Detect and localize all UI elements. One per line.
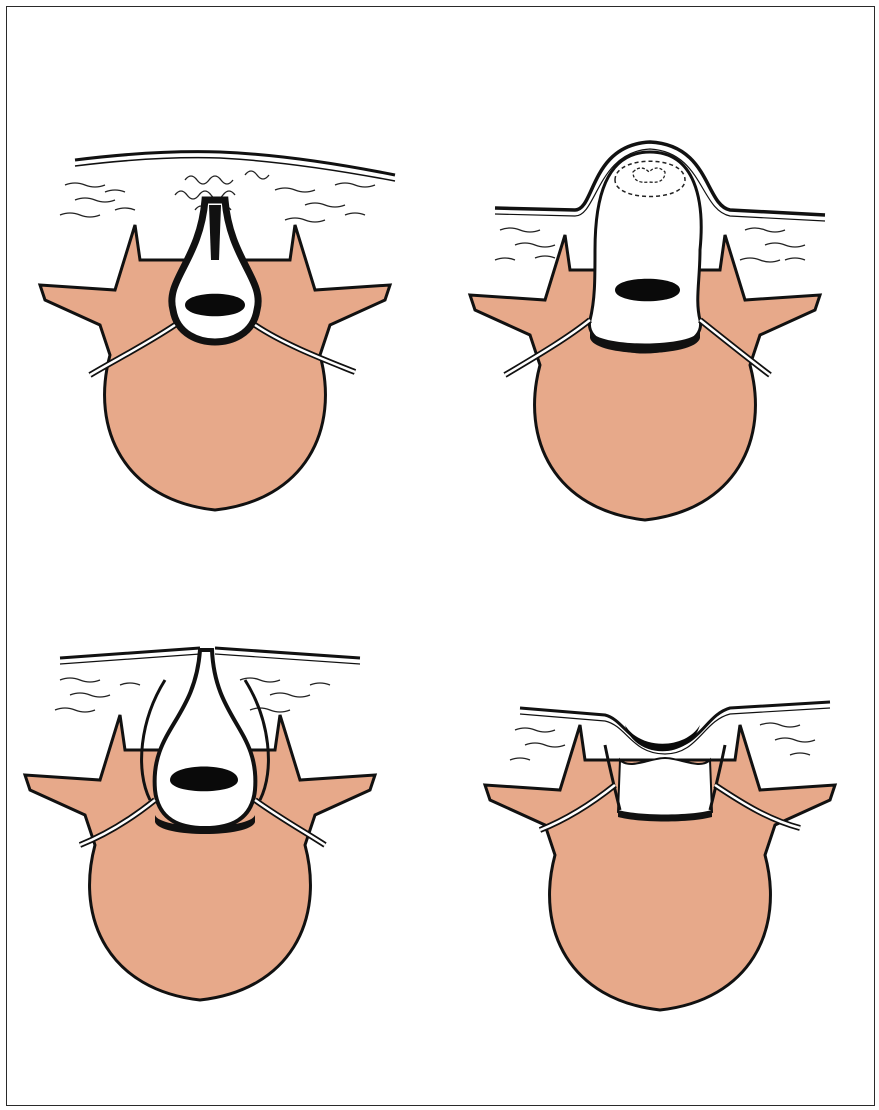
panel-bottom-left [25,648,375,1000]
panel-top-right [470,142,825,520]
panel-top-left [40,152,395,510]
panel-bottom-right [485,702,835,1010]
